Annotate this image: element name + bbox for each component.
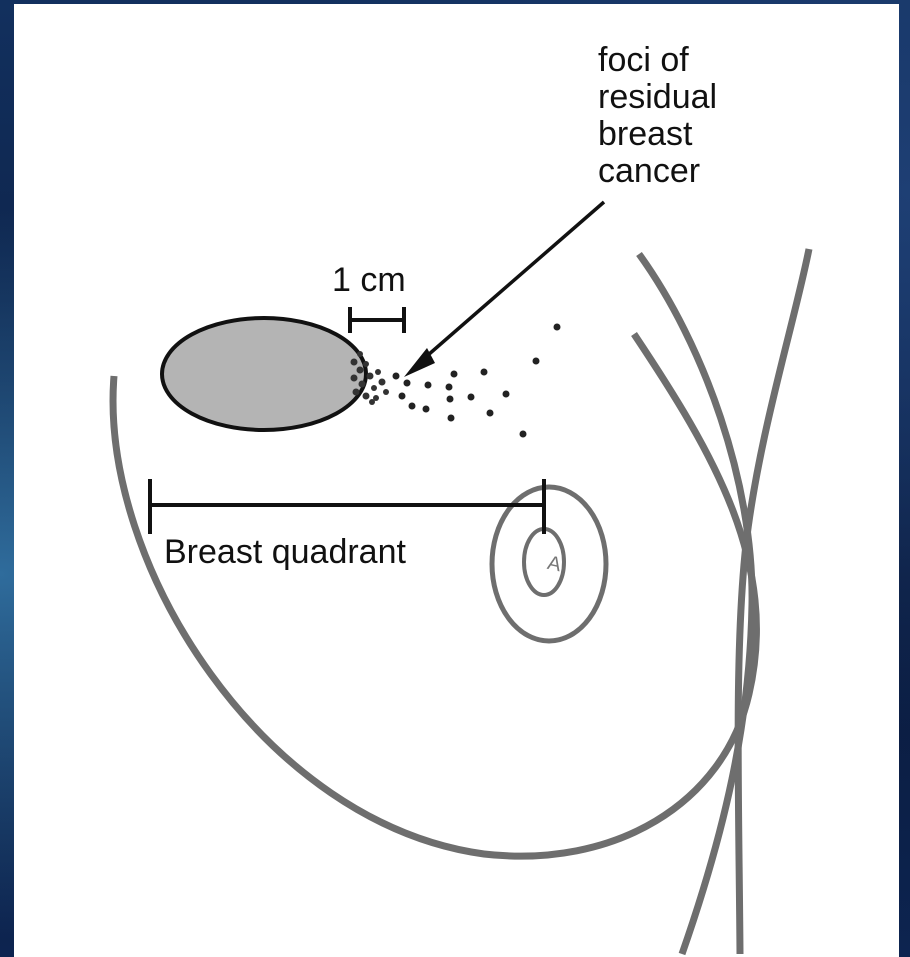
chest-wall-line (639, 254, 752, 954)
scale-bar (350, 307, 404, 333)
scale-label: 1 cm (332, 262, 406, 299)
quadrant-bar (150, 479, 544, 534)
foci-label: foci of residual breast cancer (598, 42, 798, 190)
foci-label-line: cancer (598, 153, 798, 190)
residual-foci-dots (393, 324, 561, 438)
quadrant-label: Breast quadrant (164, 534, 406, 571)
tumor-mass (162, 318, 366, 430)
foci-label-line: foci of (598, 42, 798, 79)
foci-label-line: breast (598, 116, 798, 153)
diagram-panel: A (14, 4, 899, 957)
foci-label-line: residual (598, 79, 798, 116)
foci-arrow-line (420, 202, 604, 362)
